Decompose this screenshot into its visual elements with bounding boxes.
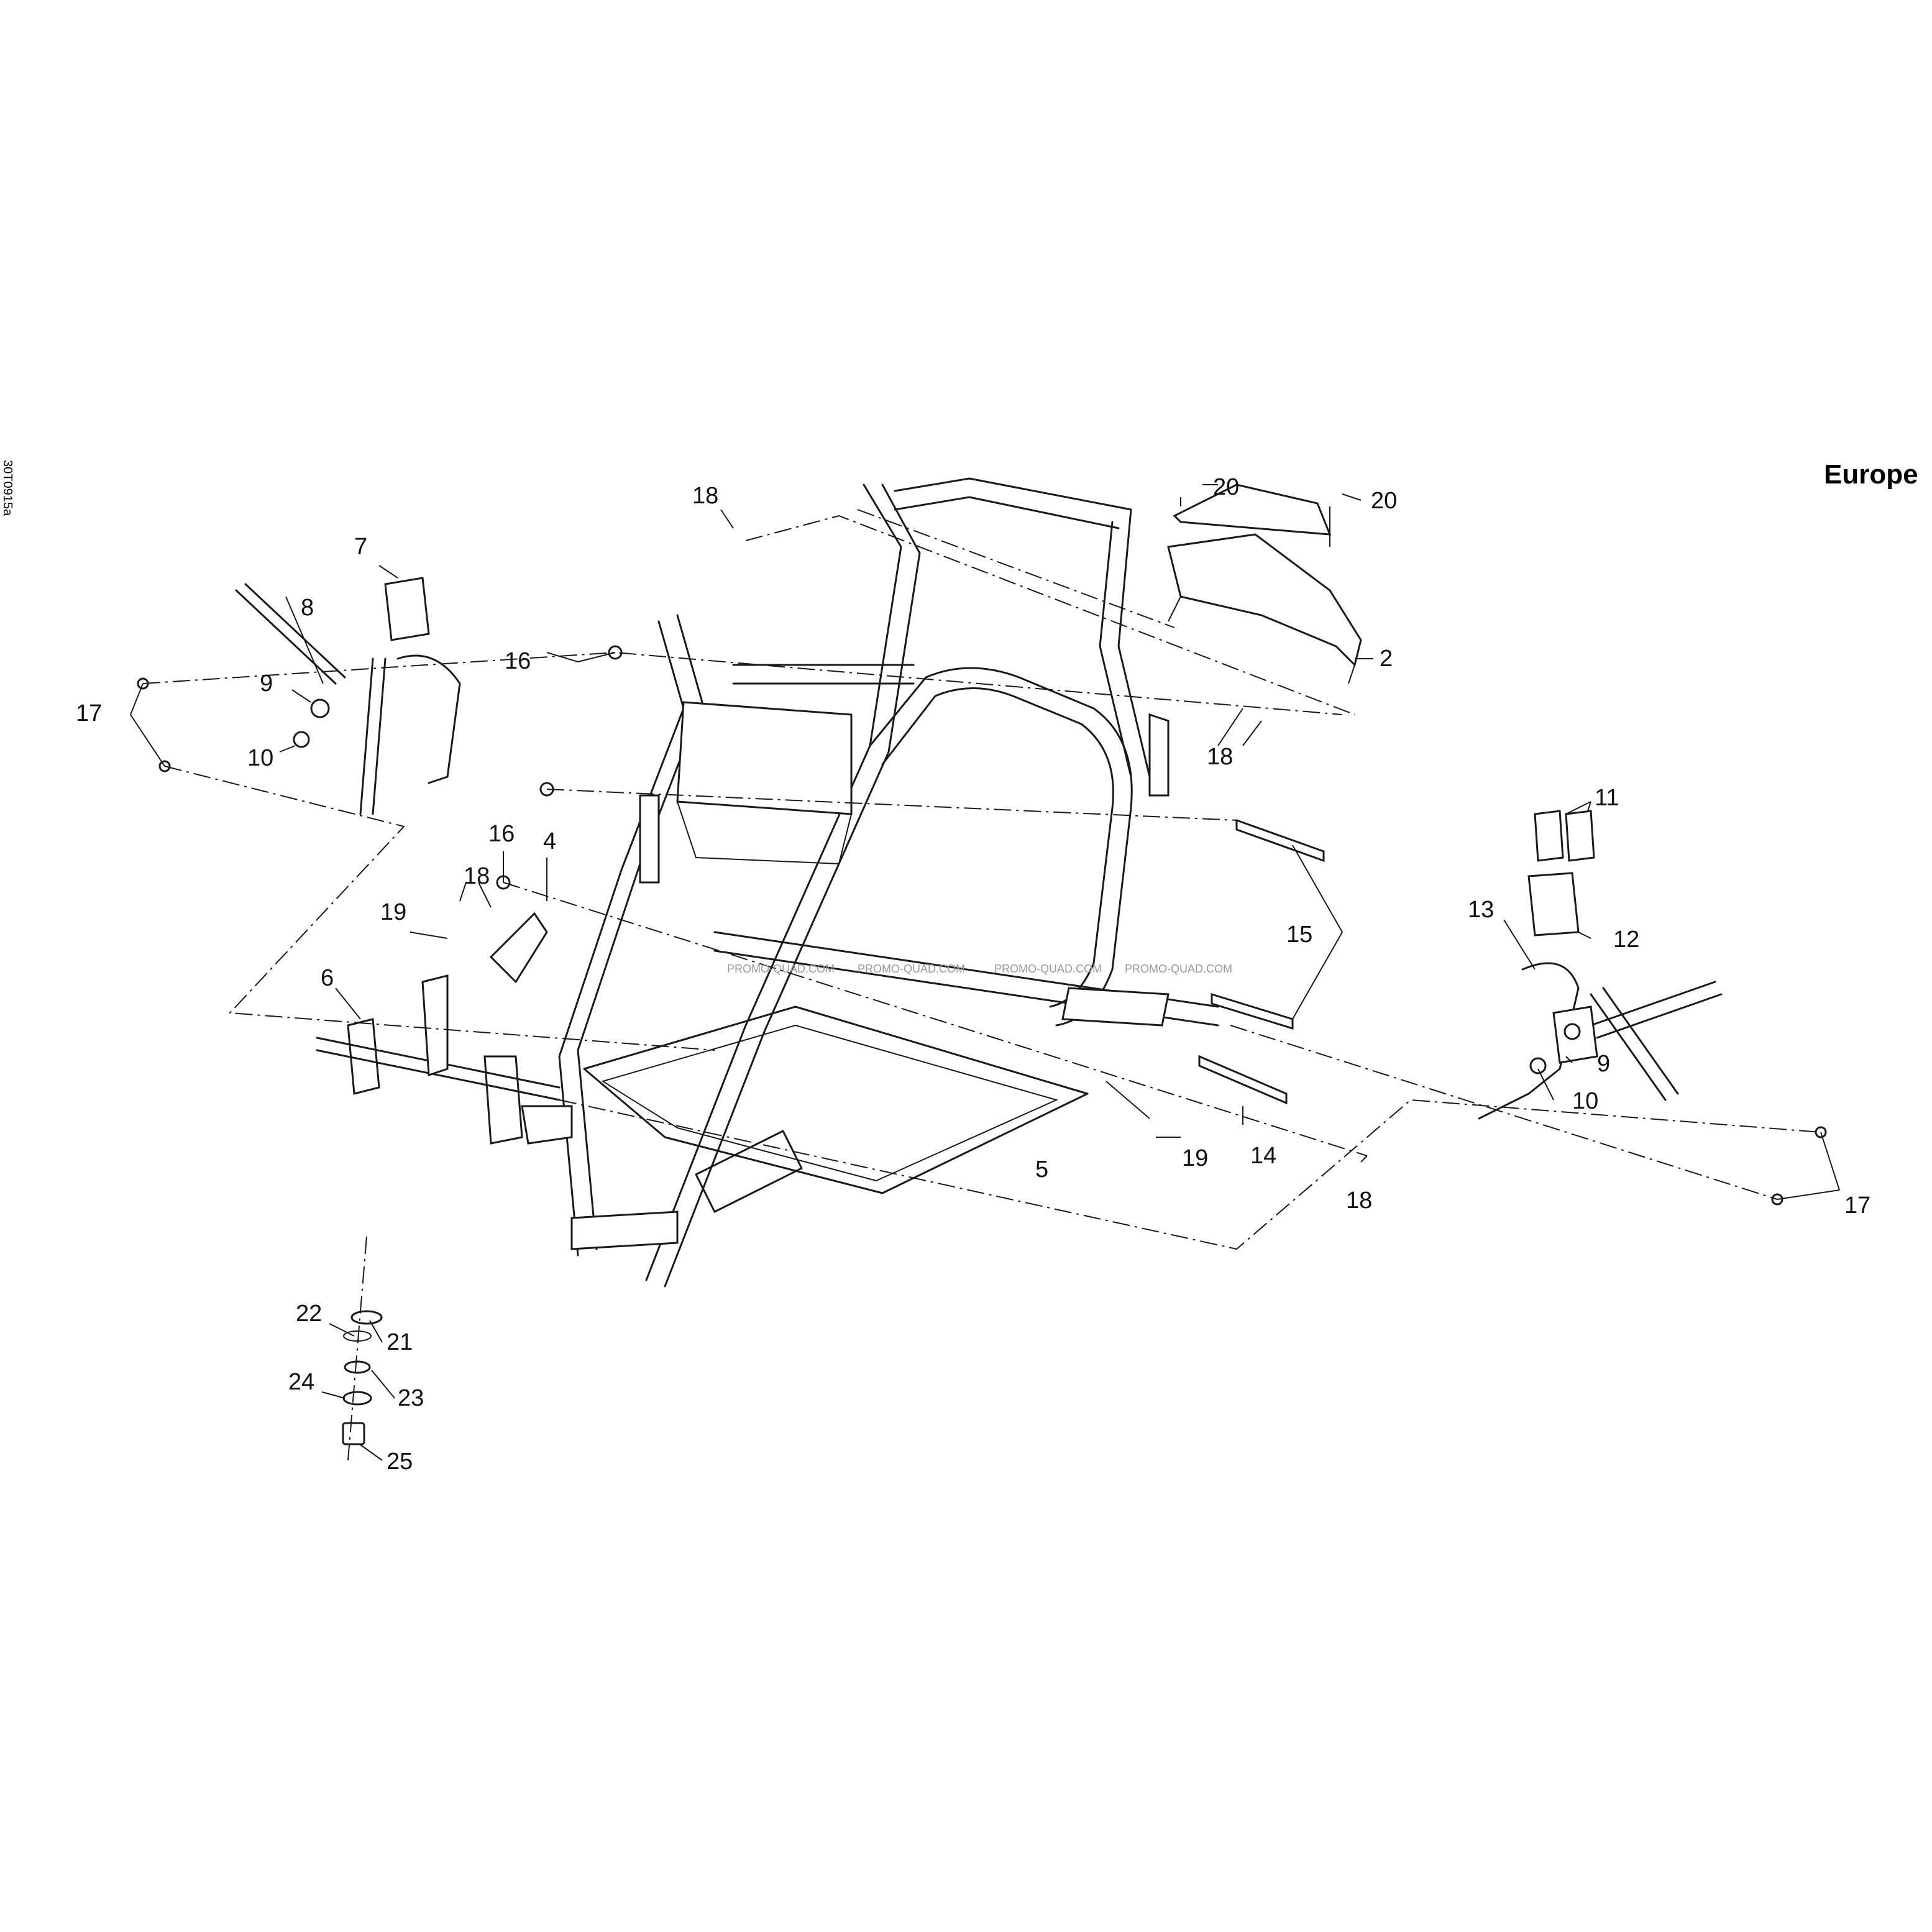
callouts: 20 20 2 18 18 16 8 7 9 10 17 16 4 18 19 … — [76, 474, 1870, 1475]
callout-16: 16 — [488, 821, 515, 847]
callout-18: 18 — [464, 863, 490, 889]
callout-22: 22 — [296, 1301, 322, 1327]
leader-lines — [130, 484, 1840, 1200]
callout-8: 8 — [301, 595, 314, 621]
callout-24: 24 — [288, 1369, 314, 1395]
callout-leaders-stack — [321, 1320, 395, 1461]
callout-9: 9 — [260, 671, 273, 697]
rear-bracket-assembly — [1167, 483, 1362, 684]
callout-17: 17 — [76, 700, 102, 726]
callout-10: 10 — [247, 745, 273, 771]
watermark: PROMO-QUAD.COM — [727, 963, 835, 975]
watermark: PROMO-QUAD.COM — [1125, 963, 1232, 975]
watermark: PROMO-QUAD.COM — [994, 963, 1102, 975]
callout-23: 23 — [398, 1385, 424, 1411]
callout-25: 25 — [387, 1449, 413, 1475]
callout-21: 21 — [387, 1329, 413, 1355]
main-frame — [483, 477, 1219, 1288]
callout-10: 10 — [1572, 1088, 1598, 1114]
callout-6: 6 — [321, 965, 334, 991]
callout-17: 17 — [1844, 1193, 1870, 1219]
callout-4: 4 — [543, 828, 556, 854]
left-assembly — [235, 577, 561, 1101]
watermark: PROMO-QUAD.COM — [858, 963, 965, 975]
callout-9: 9 — [1597, 1051, 1610, 1077]
callout-18: 18 — [692, 483, 718, 509]
callout-7: 7 — [354, 534, 367, 560]
callout-14: 14 — [1250, 1143, 1276, 1169]
callout-19: 19 — [1182, 1145, 1208, 1171]
callout-19: 19 — [380, 899, 406, 925]
callout-20: 20 — [1213, 474, 1239, 500]
callout-11: 11 — [1595, 785, 1619, 811]
drawing-code: 30T0915a — [1, 460, 14, 516]
callout-2: 2 — [1380, 646, 1393, 672]
callout-13: 13 — [1468, 897, 1494, 923]
bolts — [137, 645, 1827, 1206]
callout-18: 18 — [1207, 744, 1233, 770]
mount-stack — [342, 1236, 383, 1461]
callout-15: 15 — [1286, 922, 1312, 948]
callout-18: 18 — [1346, 1188, 1372, 1214]
region-label: Europe — [1824, 459, 1918, 490]
callout-5: 5 — [1035, 1156, 1048, 1183]
callout-16: 16 — [505, 648, 531, 674]
assembly-lines — [142, 509, 1821, 1250]
callout-20: 20 — [1371, 488, 1397, 514]
callout-12: 12 — [1613, 927, 1639, 953]
